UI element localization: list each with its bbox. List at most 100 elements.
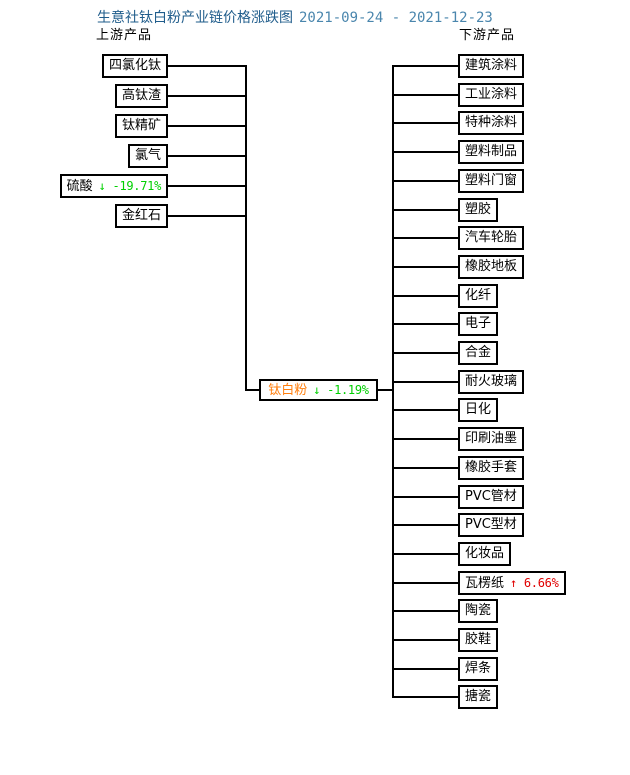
upstream-node-3[interactable]: 氯气: [127, 144, 168, 168]
downstream-node-label-8: 化纤: [465, 288, 492, 303]
chart-title: 生意社钛白粉产业链价格涨跌图 2021-09-24 - 2021-12-23: [97, 8, 493, 27]
downstream-node-label-0: 建筑涂料: [465, 58, 518, 73]
downstream-node-label-13: 印刷油墨: [465, 431, 518, 446]
connector-line-horizontal: [392, 352, 460, 354]
downstream-node-label-20: 胶鞋: [465, 632, 492, 647]
connector-line-vertical: [392, 65, 394, 698]
downstream-node-20[interactable]: 胶鞋: [458, 628, 499, 652]
downstream-node-2[interactable]: 特种涂料: [458, 111, 525, 135]
downstream-node-label-21: 焊条: [465, 661, 492, 676]
downstream-node-label-10: 合金: [465, 345, 492, 360]
downstream-node-14[interactable]: 橡胶手套: [458, 456, 525, 480]
connector-line-horizontal: [392, 639, 460, 641]
chart-title-main: 生意社钛白粉产业链价格涨跌图: [97, 10, 293, 26]
connector-line-horizontal: [392, 209, 460, 211]
downstream-node-label-22: 搪瓷: [465, 689, 492, 704]
connector-line-horizontal: [392, 696, 460, 698]
connector-line-horizontal: [166, 155, 245, 157]
connector-line-horizontal: [392, 467, 460, 469]
connector-line-horizontal: [392, 323, 460, 325]
downstream-node-7[interactable]: 橡胶地板: [458, 255, 525, 279]
connector-line-horizontal: [392, 237, 460, 239]
downstream-node-10[interactable]: 合金: [458, 341, 499, 365]
downstream-node-label-4: 塑料门窗: [465, 173, 518, 188]
downstream-node-label-7: 橡胶地板: [465, 259, 518, 274]
connector-line-horizontal: [392, 438, 460, 440]
upstream-node-change-4: ↓ -19.71%: [98, 179, 162, 193]
connector-line-horizontal: [392, 553, 460, 555]
center-node-label: 钛白粉: [268, 383, 308, 398]
downstream-node-label-6: 汽车轮胎: [465, 230, 518, 245]
connector-line-horizontal: [166, 65, 245, 67]
downstream-node-change-18: ↑ 6.66%: [510, 576, 559, 590]
downstream-node-0[interactable]: 建筑涂料: [458, 54, 525, 78]
downstream-node-1[interactable]: 工业涂料: [458, 83, 525, 107]
upstream-node-label-3: 氯气: [134, 148, 161, 163]
upstream-node-4[interactable]: 硫酸 ↓ -19.71%: [59, 174, 168, 198]
connector-line-horizontal: [392, 409, 460, 411]
connector-line-horizontal: [392, 266, 460, 268]
downstream-node-4[interactable]: 塑料门窗: [458, 169, 525, 193]
upstream-node-1[interactable]: 高钛渣: [114, 84, 168, 108]
downstream-node-label-2: 特种涂料: [465, 115, 518, 130]
upstream-node-label-5: 金红石: [121, 208, 161, 223]
downstream-node-label-14: 橡胶手套: [465, 460, 518, 475]
downstream-node-3[interactable]: 塑料制品: [458, 140, 525, 164]
connector-line-horizontal: [392, 496, 460, 498]
downstream-node-label-18: 瓦楞纸: [465, 576, 505, 591]
connector-line-horizontal: [166, 185, 245, 187]
connector-line-horizontal: [245, 389, 261, 391]
downstream-node-8[interactable]: 化纤: [458, 284, 499, 308]
downstream-node-5[interactable]: 塑胶: [458, 198, 499, 222]
downstream-node-label-11: 耐火玻璃: [465, 374, 518, 389]
upstream-node-0[interactable]: 四氯化钛: [101, 54, 168, 78]
downstream-node-13[interactable]: 印刷油墨: [458, 427, 525, 451]
downstream-node-9[interactable]: 电子: [458, 312, 499, 336]
chart-title-daterange: 2021-09-24 - 2021-12-23: [299, 10, 493, 26]
connector-line-horizontal: [392, 180, 460, 182]
downstream-node-label-16: PVC型材: [465, 517, 517, 532]
downstream-node-19[interactable]: 陶瓷: [458, 599, 499, 623]
connector-line-horizontal: [166, 125, 245, 127]
connector-line-horizontal: [166, 215, 245, 217]
connector-line-vertical: [245, 65, 247, 390]
center-node-change: ↓ -1.19%: [313, 383, 369, 397]
downstream-node-11[interactable]: 耐火玻璃: [458, 370, 525, 394]
downstream-node-6[interactable]: 汽车轮胎: [458, 226, 525, 250]
connector-line-horizontal: [392, 94, 460, 96]
downstream-node-18[interactable]: 瓦楞纸 ↑ 6.66%: [458, 571, 566, 595]
downstream-column-header: 下游产品: [459, 28, 516, 43]
connector-line-horizontal: [376, 389, 394, 391]
connector-line-horizontal: [166, 95, 245, 97]
connector-line-horizontal: [392, 524, 460, 526]
downstream-node-15[interactable]: PVC管材: [458, 485, 524, 509]
downstream-node-label-1: 工业涂料: [465, 87, 518, 102]
connector-line-horizontal: [392, 610, 460, 612]
downstream-node-label-17: 化妆品: [465, 546, 505, 561]
upstream-node-5[interactable]: 金红石: [114, 204, 168, 228]
downstream-node-16[interactable]: PVC型材: [458, 513, 524, 537]
downstream-node-label-9: 电子: [465, 316, 492, 331]
upstream-node-label-0: 四氯化钛: [108, 58, 161, 73]
downstream-node-12[interactable]: 日化: [458, 398, 499, 422]
connector-line-horizontal: [392, 582, 460, 584]
downstream-node-label-3: 塑料制品: [465, 144, 518, 159]
connector-line-horizontal: [392, 65, 460, 67]
downstream-node-label-19: 陶瓷: [465, 603, 492, 618]
downstream-node-label-15: PVC管材: [465, 489, 517, 504]
downstream-node-label-12: 日化: [465, 402, 492, 417]
upstream-node-label-4: 硫酸: [66, 179, 93, 194]
connector-line-horizontal: [392, 668, 460, 670]
upstream-column-header: 上游产品: [96, 28, 153, 43]
downstream-node-21[interactable]: 焊条: [458, 657, 499, 681]
connector-line-horizontal: [392, 295, 460, 297]
connector-line-horizontal: [392, 151, 460, 153]
downstream-node-17[interactable]: 化妆品: [458, 542, 512, 566]
center-node-titanium-dioxide[interactable]: 钛白粉 ↓ -1.19%: [259, 379, 378, 401]
upstream-node-2[interactable]: 钛精矿: [114, 114, 168, 138]
downstream-node-22[interactable]: 搪瓷: [458, 685, 499, 709]
connector-line-horizontal: [392, 381, 460, 383]
upstream-node-label-2: 钛精矿: [121, 118, 161, 133]
downstream-node-label-5: 塑胶: [465, 202, 492, 217]
